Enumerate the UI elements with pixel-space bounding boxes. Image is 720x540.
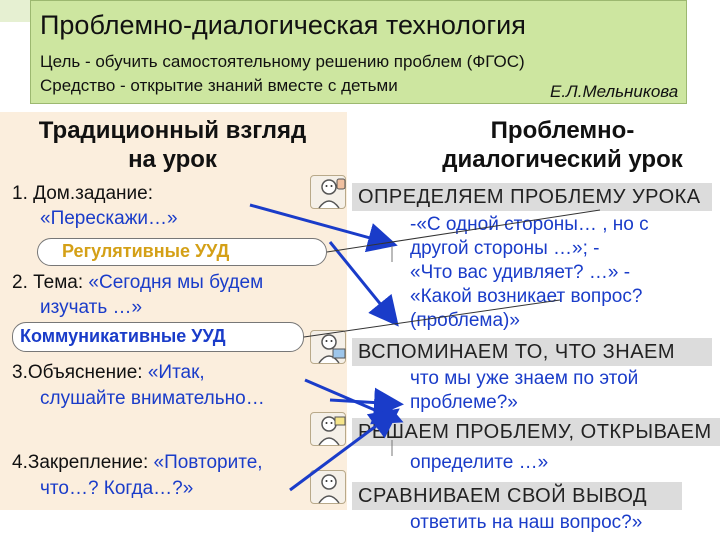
traditional-panel bbox=[0, 112, 347, 510]
dialog-text2-line2: проблеме?» bbox=[410, 392, 518, 413]
page-title: Проблемно-диалогическая технология bbox=[40, 10, 526, 40]
solving-figure-icon bbox=[310, 412, 346, 446]
author-name: Е.Л.Мельникова bbox=[550, 82, 679, 101]
dialog-text1-line2: другой стороны …»; - bbox=[410, 238, 600, 259]
dialog-text4-line1: ответить на наш вопрос?» bbox=[410, 512, 643, 533]
arrow-4 bbox=[329, 387, 404, 418]
traditional-heading-line2: на урок bbox=[128, 146, 217, 173]
item3-label: 3.Объяснение: bbox=[12, 362, 148, 383]
item1-label: 1. Дом.задание: bbox=[12, 183, 153, 204]
item3-quote-b: слушайте внимательно… bbox=[40, 388, 265, 409]
item4-quote-a: «Повторите, bbox=[153, 452, 263, 473]
banner-recall-known: ВСПОМИНАЕМ ТО, ЧТО ЗНАЕМ bbox=[352, 338, 712, 366]
item2-label: 2. Тема: bbox=[12, 272, 89, 293]
item4-line: 4.Закрепление: «Повторите, bbox=[12, 452, 263, 474]
item3-quote-a: «Итак, bbox=[147, 362, 205, 383]
dialog-text3-line1: определите …» bbox=[410, 452, 549, 473]
dialog-text1-line5: (проблема)» bbox=[410, 310, 520, 331]
item2-line: 2. Тема: «Сегодня мы будем bbox=[12, 272, 263, 294]
corner-decoration bbox=[0, 0, 30, 22]
communicative-uud-label: Коммуникативные УУД bbox=[20, 326, 226, 346]
arrow-5 bbox=[289, 408, 400, 492]
item3-line: 3.Объяснение: «Итак, bbox=[12, 362, 205, 384]
comparing-figure-icon bbox=[310, 470, 346, 504]
thinking-figure-icon bbox=[310, 175, 346, 209]
banner-define-problem: ОПРЕДЕЛЯЕМ ПРОБЛЕМУ УРОКА bbox=[352, 183, 712, 211]
dialog-text1-line3: «Что вас удивляет? …» - bbox=[410, 262, 631, 283]
arrow-1 bbox=[249, 203, 398, 253]
banner-compare-conclusion: СРАВНИВАЕМ СВОЙ ВЫВОД bbox=[352, 482, 682, 510]
dialog-text1-line4: «Какой возникает вопрос? bbox=[410, 286, 643, 307]
communicative-uud-pill bbox=[12, 322, 304, 352]
means-text: Средство - открытие знаний вместе с деть… bbox=[40, 76, 398, 95]
header-panel bbox=[30, 0, 687, 104]
reading-figure-icon bbox=[310, 330, 346, 364]
item2-quote-a: «Сегодня мы будем bbox=[88, 272, 264, 293]
item4-label: 4.Закрепление: bbox=[12, 452, 154, 473]
banner-solve-problem: РЕШАЕМ ПРОБЛЕМУ, ОТКРЫВАЕМ bbox=[352, 418, 720, 446]
regulative-uud-label: Регулятивные УУД bbox=[62, 241, 230, 261]
goal-text: Цель - обучить самостоятельному решению … bbox=[40, 52, 525, 71]
traditional-heading-line1: Традиционный взгляд bbox=[38, 117, 307, 144]
item2-quote-b: изучать …» bbox=[40, 297, 143, 318]
connector-communicative bbox=[303, 299, 561, 338]
dialog-text2-line1: что мы уже знаем по этой bbox=[410, 368, 639, 389]
dialogic-heading-line1: Проблемно- bbox=[490, 117, 635, 144]
connector-regulative bbox=[326, 209, 601, 253]
item1-quote: «Перескажи…» bbox=[40, 208, 178, 229]
arrow-2 bbox=[328, 241, 399, 327]
regulative-uud-pill bbox=[37, 238, 327, 266]
item4-quote-b: что…? Когда…?» bbox=[40, 478, 194, 499]
dialogic-heading-line2: диалогический урок bbox=[442, 146, 683, 173]
